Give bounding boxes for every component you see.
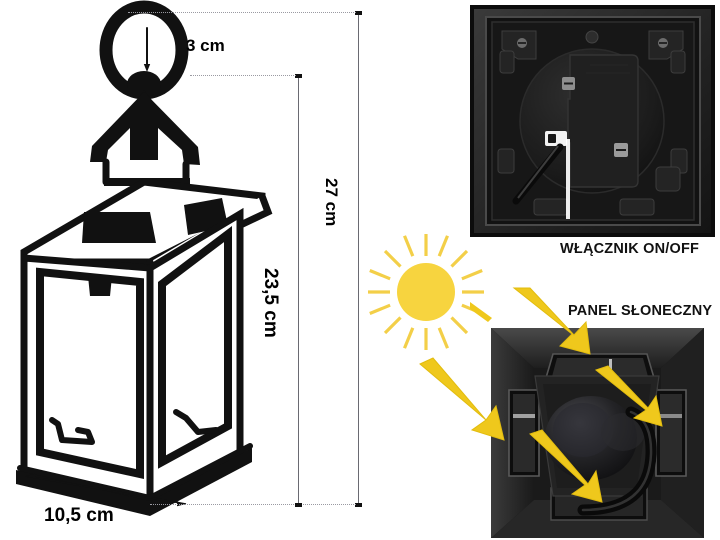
caption-on-off-switch: WŁĄCZNIK ON/OFF bbox=[560, 241, 700, 257]
side-vent-right bbox=[655, 389, 687, 477]
caption-solar-panel: PANEL SŁONECZNY bbox=[568, 303, 713, 319]
leader-line-top-body bbox=[190, 75, 296, 77]
dimension-tick-top-body bbox=[295, 74, 302, 78]
dimension-tick-bottom-body bbox=[295, 503, 302, 507]
dimension-label-base-width: 10,5 cm bbox=[44, 505, 114, 526]
sun-disc bbox=[397, 263, 455, 321]
dimension-label-ring-height: 3 cm bbox=[186, 36, 225, 55]
dimension-tick-top-total bbox=[355, 11, 362, 15]
leader-line-top-total bbox=[128, 12, 356, 14]
dimension-line-base-width bbox=[25, 473, 187, 507]
arrow-handle-loop-icon bbox=[529, 429, 603, 503]
lantern-outline-svg bbox=[16, 0, 273, 516]
dimension-tick-bottom-total bbox=[355, 503, 362, 507]
dimension-rule-body-height bbox=[298, 77, 300, 505]
lantern-base-underside-photo bbox=[470, 5, 715, 237]
dimension-label-total-height: 27 cm bbox=[322, 178, 341, 227]
bulb-holder bbox=[88, 276, 112, 296]
lantern-technical-drawing: 10,5 cm 3 cm bbox=[16, 0, 273, 526]
side-vent-left bbox=[508, 389, 540, 477]
dimension-label-body-height: 23,5 cm bbox=[260, 268, 281, 338]
on-off-switch bbox=[545, 131, 567, 146]
leader-line-bottom-total bbox=[150, 504, 356, 506]
arrow-right-vent-icon bbox=[594, 365, 663, 427]
roof-solar-patch-left bbox=[82, 212, 156, 243]
arrow-left-vent-icon bbox=[419, 357, 505, 441]
photo-top-render bbox=[470, 5, 715, 237]
arrow-solar-panel-icon bbox=[512, 287, 591, 355]
dimension-rule-total-height bbox=[358, 14, 360, 505]
sun-icon bbox=[368, 234, 484, 350]
arrow-tail-fragment-icon bbox=[470, 302, 492, 322]
